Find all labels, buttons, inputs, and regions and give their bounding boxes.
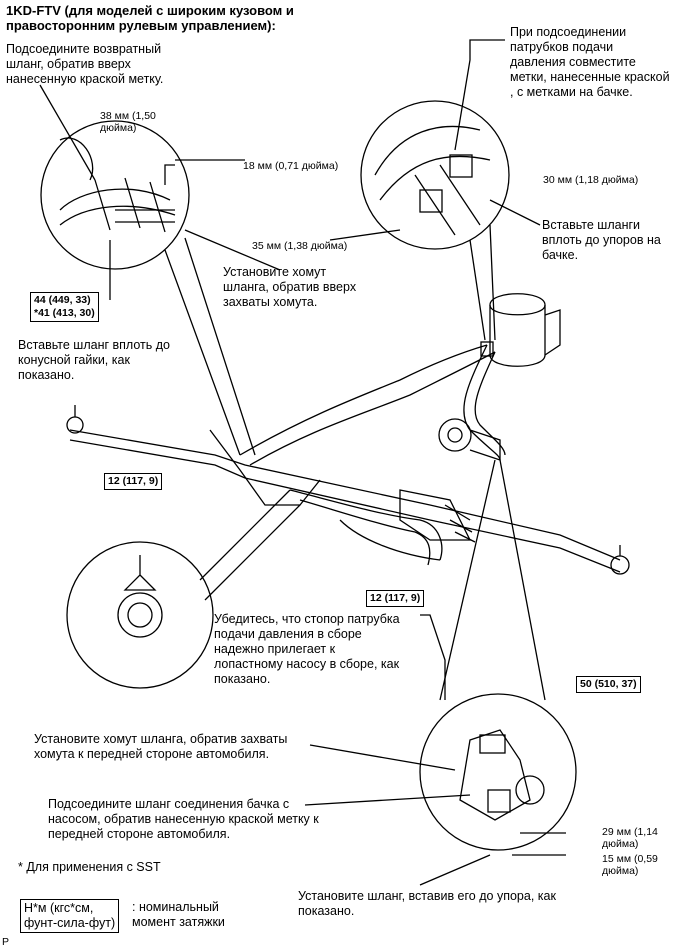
detail-circle-pump bbox=[419, 693, 577, 851]
detail-circle-return-hose bbox=[40, 120, 190, 270]
callout-insert-hose-nut: Вставьте шланг вплоть до конусной гайки,… bbox=[18, 338, 170, 382]
torque-44: 44 (449, 33) *41 (413, 30) bbox=[30, 292, 99, 322]
sst-note: * Для применения с SST bbox=[18, 860, 161, 874]
callout-connect-tank-pump: Подсоедините шланг соединения бачка с на… bbox=[48, 797, 319, 841]
corner-mark: P bbox=[2, 936, 10, 948]
detail-circle-tank-ports bbox=[360, 100, 510, 250]
dimension-15mm: 15 мм (0,59 дюйма) bbox=[602, 853, 658, 877]
callout-insert-hoses-tank: Вставьте шланги вплоть до упоров на бачк… bbox=[542, 218, 661, 262]
callout-install-hose-stop: Установите шланг, вставив его до упора, … bbox=[298, 889, 556, 918]
legend-torque-desc: : номинальный момент затяжки bbox=[132, 900, 225, 929]
callout-pressure-tubes: При подсоединении патрубков подачи давле… bbox=[510, 25, 670, 99]
torque-12-left: 12 (117, 9) bbox=[104, 473, 163, 490]
detail-circle-clamp bbox=[66, 541, 214, 689]
callout-install-clamp-up: Установите хомут шланга, обратив вверх з… bbox=[223, 265, 357, 309]
page-title: 1KD-FTV (для моделей с широким кузовом и… bbox=[6, 3, 294, 33]
callout-check-stopper: Убедитесь, что стопор патрубка подачи да… bbox=[214, 612, 400, 686]
dimension-30mm: 30 мм (1,18 дюйма) bbox=[543, 174, 639, 186]
dimension-35mm: 35 мм (1,38 дюйма) bbox=[252, 240, 348, 252]
dimension-18mm: 18 мм (0,71 дюйма) bbox=[243, 160, 339, 172]
callout-install-clamp-front: Установите хомут шланга, обратив захваты… bbox=[34, 732, 288, 761]
legend-torque-unit: Н*м (кгс*см, фунт-сила-фут) bbox=[20, 899, 120, 933]
dimension-38mm: 38 мм (1,50 дюйма) bbox=[100, 110, 156, 134]
callout-return-hose: Подсоедините возвратный шланг, обратив в… bbox=[6, 42, 164, 86]
dimension-29mm: 29 мм (1,14 дюйма) bbox=[602, 826, 658, 850]
torque-50: 50 (510, 37) bbox=[576, 676, 641, 693]
torque-12-right: 12 (117, 9) bbox=[366, 590, 425, 607]
